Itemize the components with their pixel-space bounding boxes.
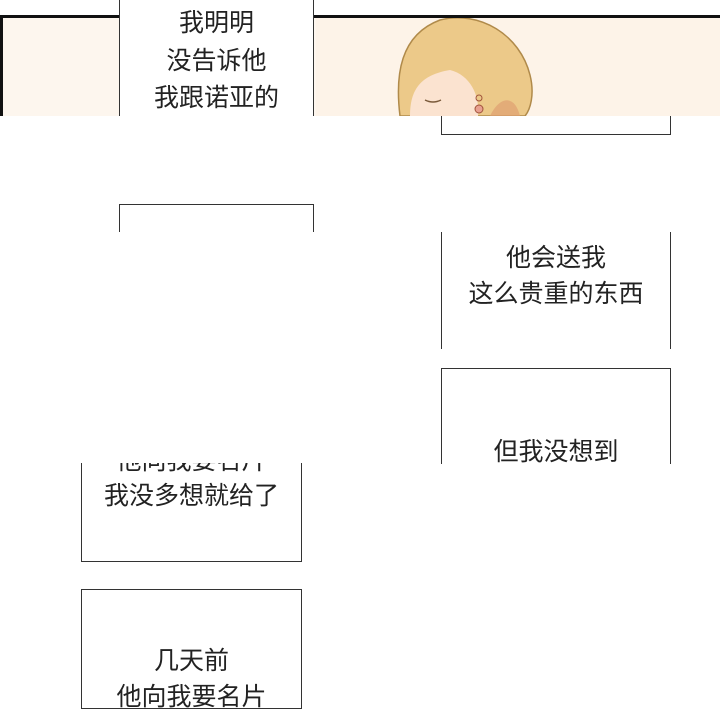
caption-box-gift: 他会送我 这么贵重的东西: [441, 232, 671, 349]
caption-box-fragment: [441, 116, 671, 135]
caption-line: 我跟诺亚的: [153, 83, 279, 112]
caption-box-top: 我明明 没告诉他 我跟诺亚的: [119, 0, 314, 116]
caption-line: 我没多想就给了: [103, 481, 279, 510]
caption-box-gave: 他向我要名片 我没多想就给了: [81, 463, 302, 562]
caption-line: 没告诉他: [166, 46, 267, 75]
caption-line: 他向我要名片: [82, 463, 301, 476]
caption-line: 但我没想到: [493, 437, 619, 464]
caption-box-surprise: 但我没想到: [441, 368, 671, 464]
caption-box-fragment: [119, 204, 314, 232]
caption-box-days-ago: 几天前 他向我要名片: [81, 589, 302, 709]
girl-illustration: [316, 18, 720, 116]
caption-line: 这么贵重的东西: [468, 279, 644, 308]
caption-line: 几天前: [153, 646, 229, 675]
caption-line: 他会送我: [505, 243, 606, 272]
caption-line: 他向我要名片: [116, 682, 267, 709]
caption-line: 我明明: [178, 8, 254, 37]
comic-panel: [0, 15, 720, 116]
